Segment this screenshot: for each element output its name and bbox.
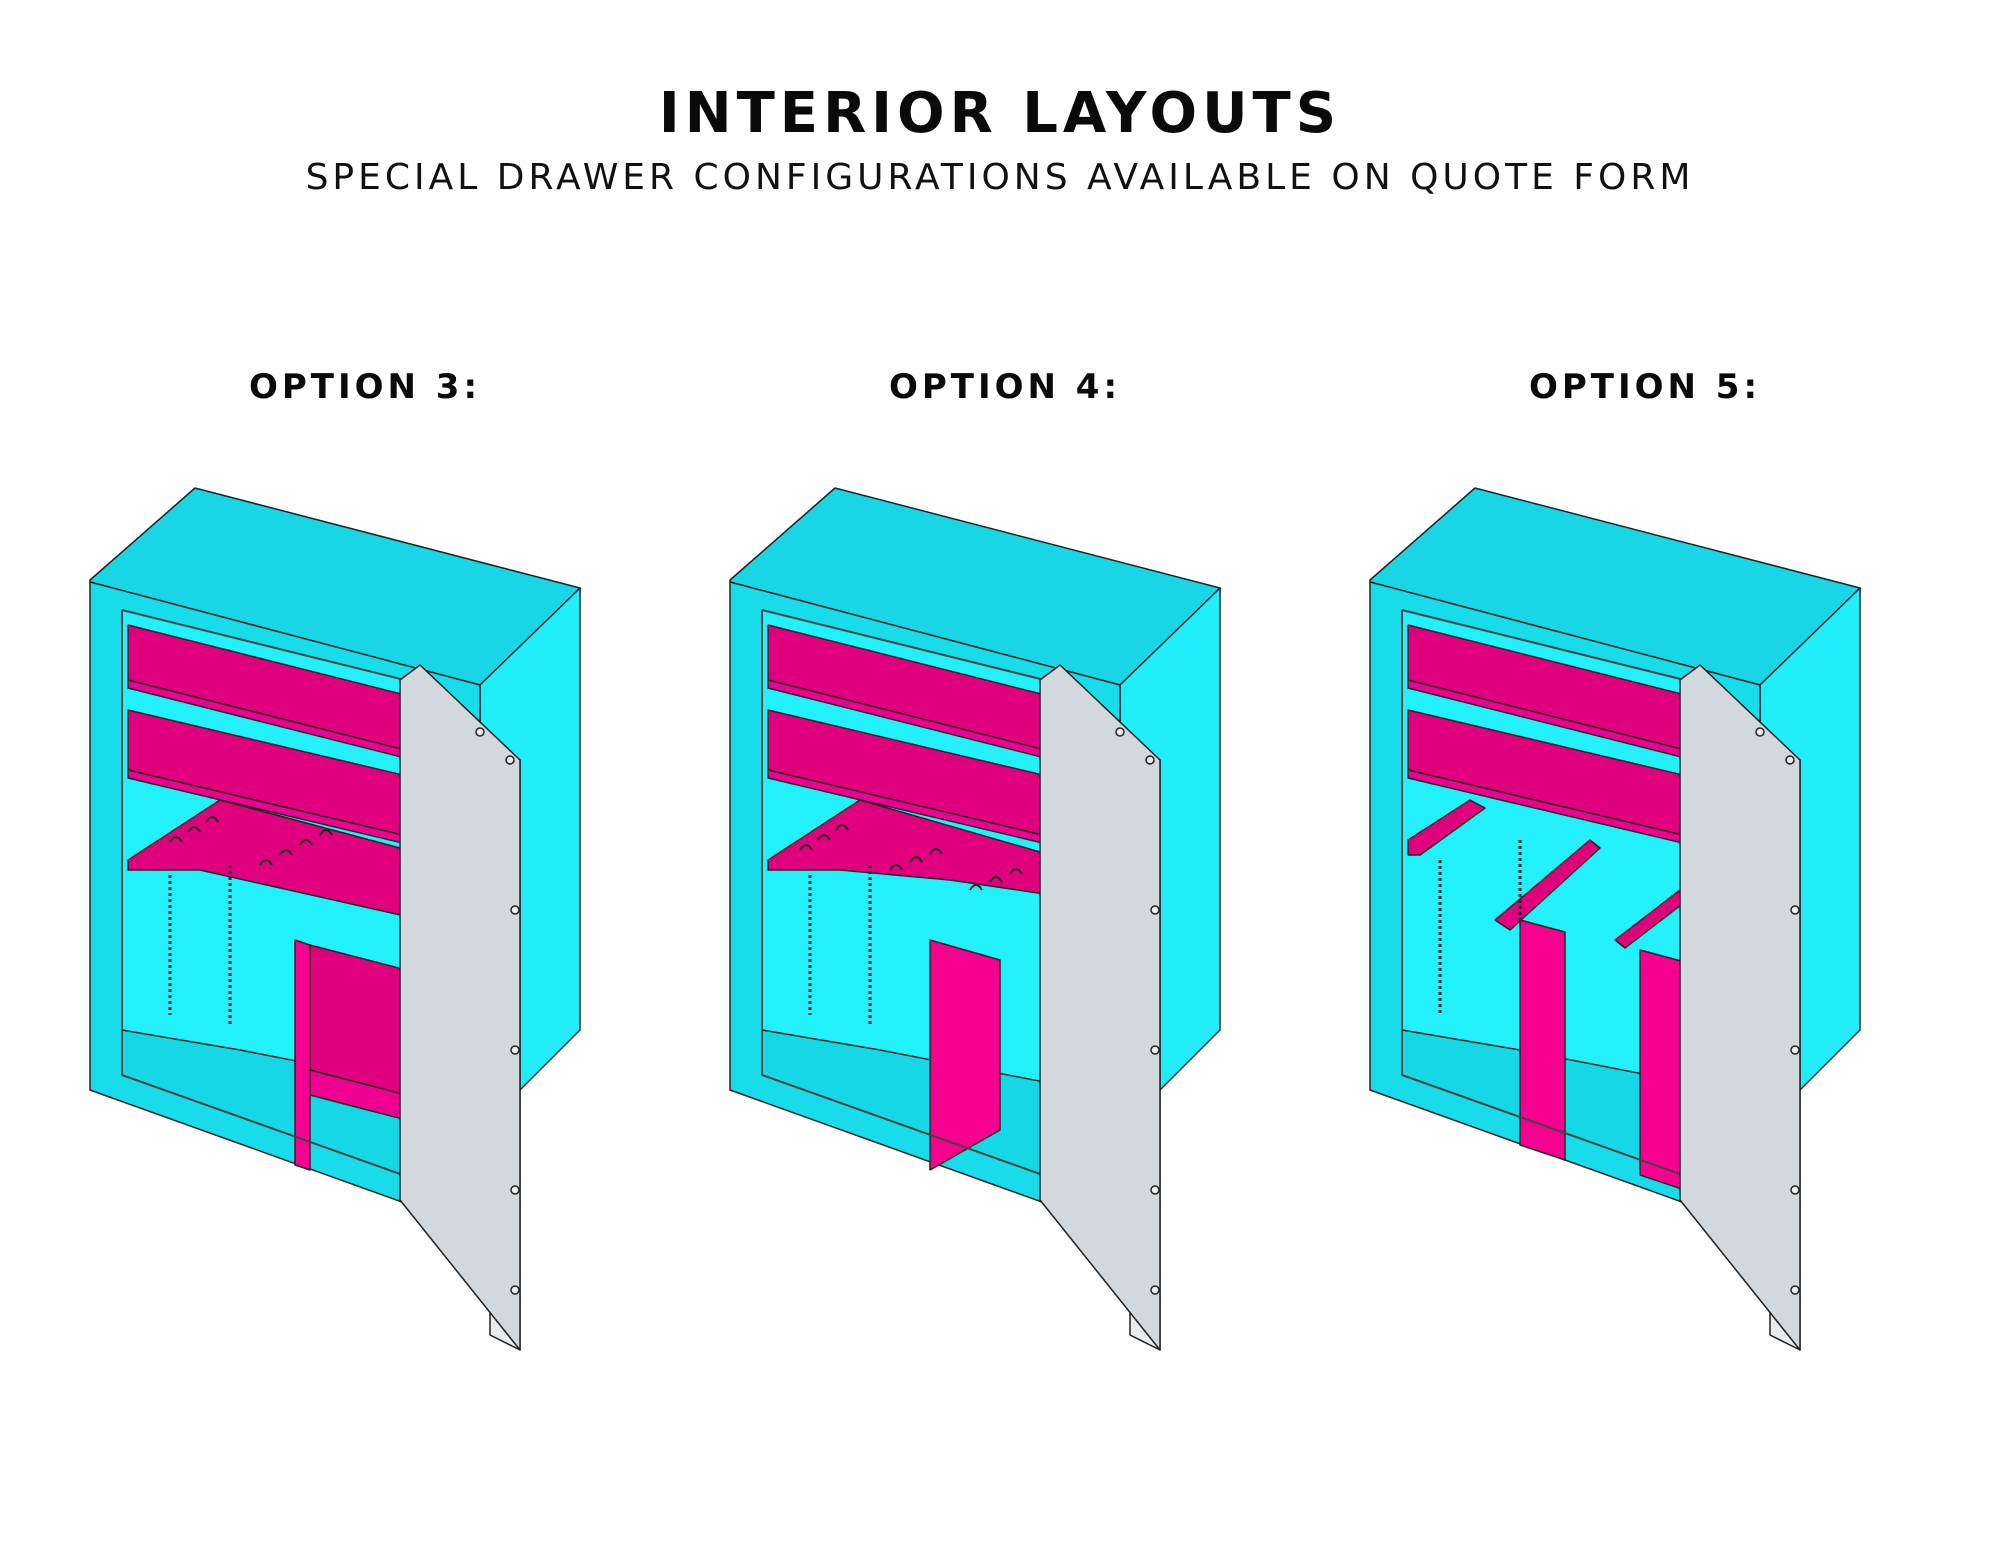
option-5-label: OPTION 5:	[1528, 367, 1762, 407]
door-bolt	[1150, 1285, 1160, 1295]
option-4-label: OPTION 4:	[888, 367, 1122, 407]
page-subtitle: SPECIAL DRAWER CONFIGURATIONS AVAILABLE …	[305, 157, 1695, 198]
door-bolt	[510, 1045, 520, 1055]
door-bolt	[1150, 905, 1160, 915]
gun-rack-teeth	[169, 816, 333, 866]
door-bolt	[1115, 727, 1125, 737]
door-bolt	[1790, 905, 1800, 915]
door-bolt	[505, 755, 515, 765]
safe-option-5-illustration	[1369, 487, 1861, 1351]
vertical-divider	[294, 939, 311, 1171]
door-bolt	[1150, 1045, 1160, 1055]
door-bolt	[1785, 755, 1795, 765]
safe-door	[1679, 664, 1801, 1351]
safe-door	[1039, 664, 1161, 1351]
door-bolt	[510, 905, 520, 915]
door-bolt	[510, 1285, 520, 1295]
safe-option-3-illustration	[89, 487, 581, 1351]
door-bolt	[1150, 1185, 1160, 1195]
option-3-label: OPTION 3:	[248, 367, 482, 407]
gun-rack-left	[1407, 799, 1486, 856]
vertical-divider-1	[1519, 919, 1566, 1161]
safe-option-4-illustration	[729, 487, 1221, 1351]
door-bolt	[1790, 1185, 1800, 1195]
gun-rack-shelf	[767, 799, 1086, 901]
safe-door	[399, 664, 521, 1351]
door-bolt	[1755, 727, 1765, 737]
door-bolt	[1790, 1285, 1800, 1295]
vertical-divider-2	[1639, 949, 1686, 1191]
vertical-divider	[929, 939, 1001, 1171]
gun-rack-teeth	[799, 824, 1023, 891]
page-title: INTERIOR LAYOUTS	[658, 81, 1342, 146]
door-bolt	[510, 1185, 520, 1195]
door-bolt	[1145, 755, 1155, 765]
door-bolt	[1790, 1045, 1800, 1055]
door-bolt	[475, 727, 485, 737]
